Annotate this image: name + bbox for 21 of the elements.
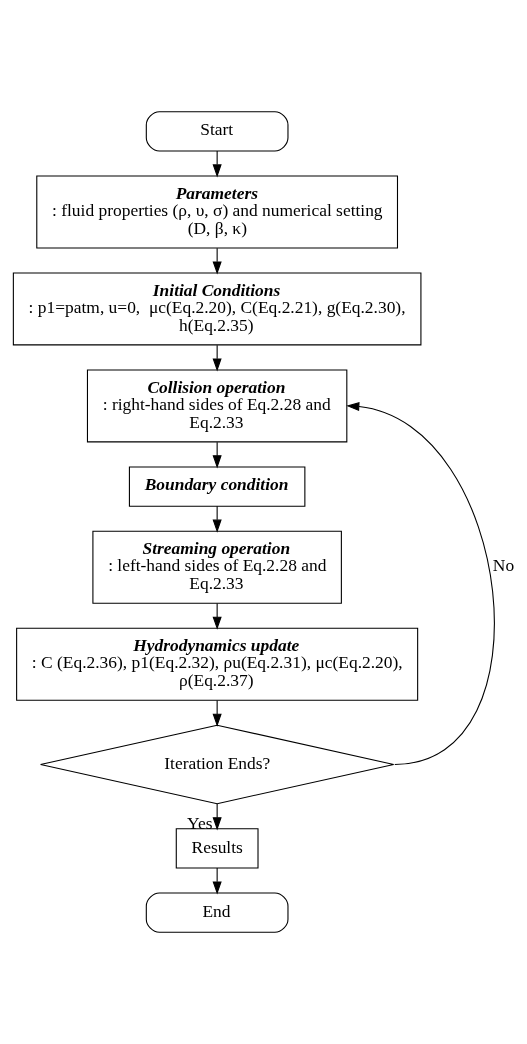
arrow xyxy=(212,699,222,727)
node-box: Initial Conditions : p1=patm, u=0, μc(Eq.2.20), C(Eq.2.21), g(Eq.2.30), h(Eq.2.35) xyxy=(12,272,421,346)
arrow xyxy=(212,867,222,895)
node-box: Parameters : fluid properties (ρ, υ, σ) and numerical setting (D, β, κ) xyxy=(35,175,398,249)
arrow xyxy=(212,247,222,275)
node-box: Collision operation : right-hand sides of Eq.2.28 and Eq.2.33 xyxy=(86,369,347,443)
arrow xyxy=(212,150,222,178)
node-box: Results xyxy=(175,828,259,869)
arrow xyxy=(212,441,222,469)
node-box: Hydrodynamics update : C (Eq.2.36), p1(Eq.2.32), ρu(Eq.2.31), μc(Eq.2.20), ρ(Eq.2.37) xyxy=(15,627,418,701)
arrow xyxy=(212,505,222,533)
node-box: Boundary condition xyxy=(128,466,305,507)
node-box: Streaming operation : left-hand sides of Eq.2.28 and Eq.2.33 xyxy=(91,530,342,604)
node-diamond: Iteration Ends? xyxy=(39,724,394,805)
edge-label: No xyxy=(492,555,514,576)
arrow xyxy=(345,401,495,765)
arrow xyxy=(212,803,222,831)
node-box: Start xyxy=(145,111,288,152)
arrow xyxy=(212,344,222,372)
node-box: End xyxy=(145,892,288,933)
arrow xyxy=(212,603,222,630)
